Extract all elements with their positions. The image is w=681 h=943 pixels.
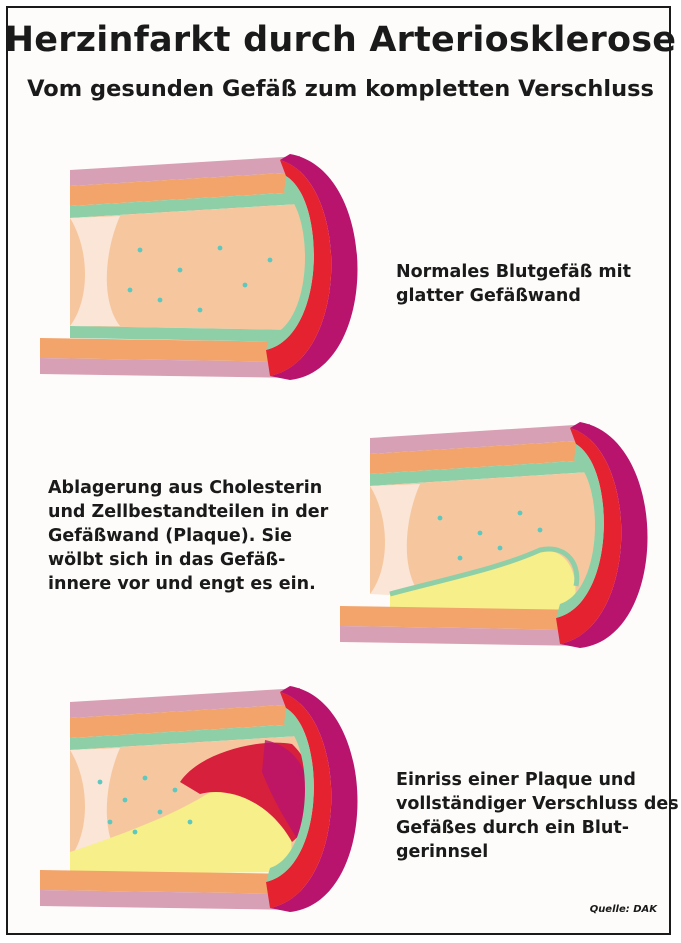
stage-3-description: Einriss einer Plaque und vollständiger V… (396, 768, 679, 864)
stage-2-line: und Zellbestandteilen in der (48, 500, 328, 524)
page-subtitle: Vom gesunden Gefäß zum kompletten Versch… (0, 76, 681, 102)
stage-1-line: Normales Blutgefäß mit (396, 260, 631, 284)
stage-2-line: wölbt sich in das Gefäß- (48, 548, 328, 572)
page-title: Herzinfarkt durch Arteriosklerose (0, 20, 681, 60)
stage-2-line: Gefäßwand (Plaque). Sie (48, 524, 328, 548)
stage-1-line: glatter Gefäßwand (396, 284, 631, 308)
stage-2-line: innere vor und engt es ein. (48, 572, 328, 596)
vessel-bottom-wall (40, 338, 300, 362)
vessel-occlusion-illustration (30, 682, 370, 922)
stage-2-description: Ablagerung aus Cholesterin und Zellbesta… (48, 476, 328, 596)
stage-1-description: Normales Blutgefäß mit glatter Gefäßwand (396, 260, 631, 308)
vessel-healthy-illustration (30, 150, 370, 390)
source-credit: Quelle: DAK (590, 904, 657, 915)
stage-3-line: vollständiger Verschluss des (396, 792, 679, 816)
stage-3-line: Gefäßes durch ein Blut- (396, 816, 679, 840)
stage-2-line: Ablagerung aus Cholesterin (48, 476, 328, 500)
stage-3-line: gerinnsel (396, 840, 679, 864)
vessel-plaque-illustration (330, 418, 670, 658)
stage-3-line: Einriss einer Plaque und (396, 768, 679, 792)
